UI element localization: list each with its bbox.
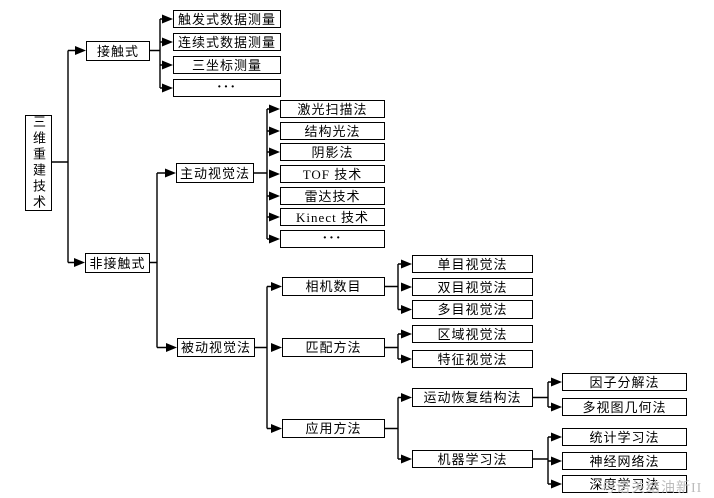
arrowhead-icon [401, 282, 412, 292]
arrowhead-icon [551, 402, 562, 412]
arrowhead-icon [401, 259, 412, 269]
arrowhead-icon [401, 393, 412, 402]
arrowhead-icon [162, 14, 173, 24]
arrowhead-icon [162, 37, 173, 47]
arrowhead-icon [269, 191, 280, 201]
arrowhead-icon [75, 46, 86, 55]
arrowhead-icon [162, 83, 173, 93]
node-continuous-measurement: 连续式数据测量 [173, 33, 281, 51]
node-3d-reconstruction: 三维重建技术 [25, 115, 52, 211]
node-structured-light: 结构光法 [280, 122, 385, 140]
arrowhead-icon [271, 343, 282, 352]
node-non-contact: 非接触式 [85, 253, 150, 273]
arrowhead-icon [271, 282, 282, 291]
node-active-ellipsis: ··· [280, 230, 385, 248]
node-shadow-method: 阴影法 [280, 143, 385, 161]
arrowhead-icon [162, 60, 173, 70]
node-contact: 接触式 [86, 41, 150, 61]
arrowhead-icon [269, 104, 280, 114]
node-laser-scanning: 激光扫描法 [280, 100, 385, 118]
arrowhead-icon [551, 479, 562, 489]
node-feature-vision: 特征视觉法 [412, 350, 533, 368]
node-factorization: 因子分解法 [562, 373, 687, 391]
node-region-vision: 区域视觉法 [412, 325, 533, 343]
arrowhead-icon [269, 147, 280, 157]
node-neural-network: 神经网络法 [562, 452, 687, 470]
arrowhead-icon [551, 377, 562, 387]
arrowhead-icon [269, 169, 280, 179]
watermark-text: 与语关结油新II [601, 481, 703, 496]
arrowhead-icon [269, 126, 280, 136]
node-binocular-vision: 双目视觉法 [412, 278, 533, 296]
arrowhead-icon [401, 329, 412, 339]
node-camera-count: 相机数目 [282, 277, 385, 296]
node-matching-method: 匹配方法 [282, 338, 385, 357]
node-multiview-vision: 多目视觉法 [412, 300, 533, 319]
node-active-vision: 主动视觉法 [176, 163, 254, 183]
node-structure-from-motion: 运动恢复结构法 [412, 388, 533, 407]
node-cmm-measurement: 三坐标测量 [173, 56, 281, 74]
arrowhead-icon [401, 354, 412, 364]
arrowhead-icon [74, 258, 85, 267]
arrowhead-icon [166, 343, 177, 352]
node-machine-learning: 机器学习法 [412, 450, 533, 468]
node-monocular-vision: 单目视觉法 [412, 255, 533, 273]
node-passive-vision: 被动视觉法 [177, 338, 255, 357]
node-deep-learning: 深度学习法 [562, 475, 687, 493]
arrowhead-icon [165, 168, 176, 178]
arrowhead-icon [269, 212, 280, 222]
node-kinect: Kinect 技术 [280, 208, 385, 226]
node-multiview-geometry: 多视图几何法 [562, 398, 687, 416]
arrowhead-icon [271, 424, 282, 433]
node-statistical-learning: 统计学习法 [562, 428, 687, 446]
node-contact-ellipsis: ··· [173, 79, 281, 97]
arrowhead-icon [401, 454, 412, 464]
arrowhead-icon [551, 456, 562, 466]
connector-path [52, 18, 552, 485]
arrowhead-icon [269, 234, 280, 244]
node-radar: 雷达技术 [280, 187, 385, 205]
node-application-method: 应用方法 [282, 419, 385, 438]
node-tof: TOF 技术 [280, 165, 385, 183]
node-trigger-measurement: 触发式数据测量 [173, 10, 281, 28]
arrowhead-icon [401, 305, 412, 314]
arrowhead-icon [551, 432, 562, 442]
